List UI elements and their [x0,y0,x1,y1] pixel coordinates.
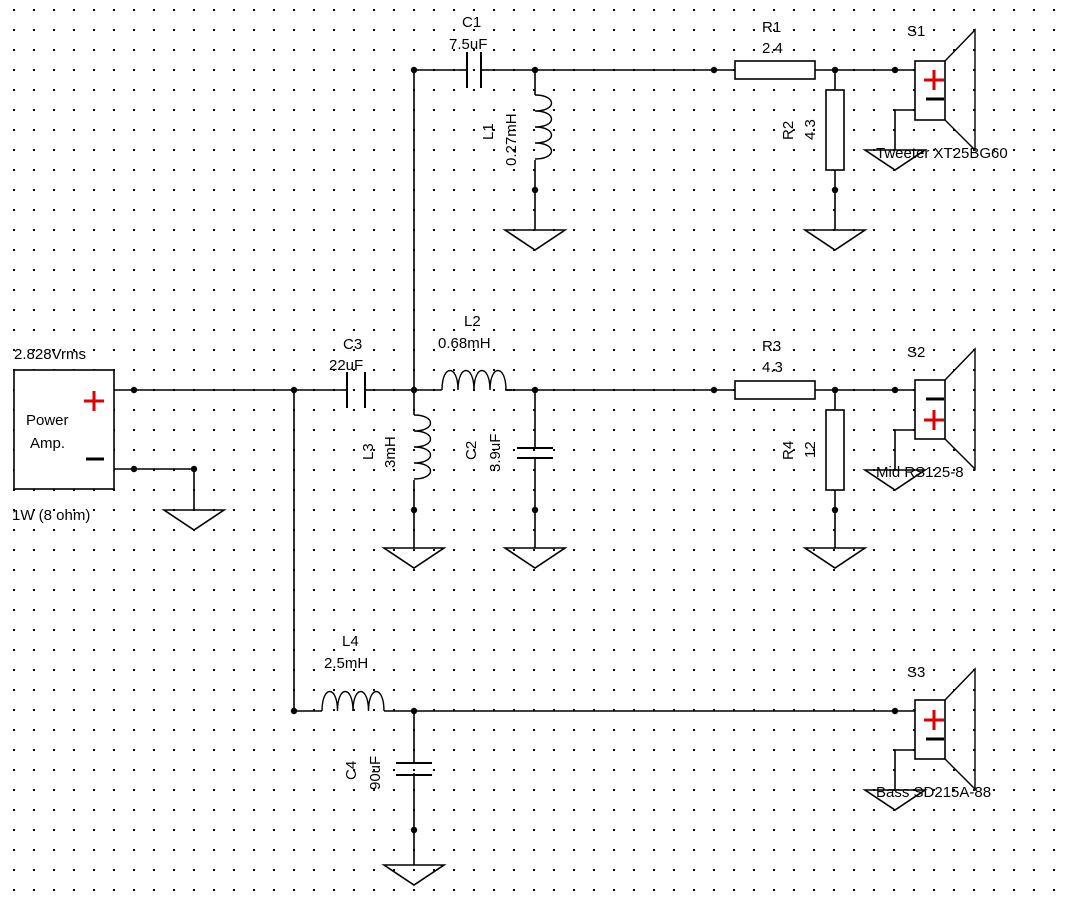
speaker-s1[interactable]: S1 Tweeter XT25BG60 [876,23,1008,162]
speaker-s2[interactable]: S2 Mid RS125-8 [876,344,976,481]
r4-value: 12 [802,441,819,458]
l2-value: 0.68mH [438,335,491,352]
l4-value: 2.5mH [324,655,368,672]
r3-value: 4.3 [762,359,783,376]
r1-value: 2.4 [762,40,783,57]
ground-symbol [161,509,227,531]
junction-dots [130,66,899,834]
ground-symbols [161,149,928,886]
r3-ref: R3 [762,338,781,355]
c4-ref: C4 [343,761,360,780]
ground-symbol [802,547,868,569]
r2-value: 4.3 [802,119,819,140]
l3-value: 3mH [382,436,399,468]
source-voltage-label: 2.828Vrms [14,346,86,363]
capacitor-c3[interactable]: C3 22uF [329,336,372,408]
s2-ref: S2 [907,344,925,361]
ground-symbol [502,229,568,251]
c2-value: 3.9uF [487,434,504,472]
c1-ref: C1 [462,14,481,31]
ground-symbol [862,789,928,811]
l1-value: 0.27mH [503,113,520,166]
c3-ref: C3 [343,336,362,353]
resistor-r2[interactable]: R2 4.3 [780,89,845,171]
wires [114,69,895,865]
r2-ref: R2 [780,121,797,140]
s1-model: Tweeter XT25BG60 [876,145,1008,162]
ground-symbol [381,864,447,886]
source-power-label: 1W (8 ohm) [12,507,90,524]
l4-ref: L4 [342,633,359,650]
speaker-s3[interactable]: S3 Bass SD215A-88 [876,664,991,801]
c2-ref: C2 [463,441,480,460]
s2-model: Mid RS125-8 [876,464,964,481]
s1-ref: S1 [907,23,925,40]
inductor-l2[interactable]: L2 0.68mH [438,313,512,391]
source-name-line1: Power [26,412,69,429]
l2-ref: L2 [464,313,481,330]
ground-symbol [802,229,868,251]
s3-ref: S3 [907,664,925,681]
c4-value: 90uF [367,756,384,790]
capacitor-c1[interactable]: C1 7.5uF [449,14,489,88]
power-amp-source[interactable]: 2.828Vrms Power Amp. 1W (8 ohm) [12,346,115,524]
l3-ref: L3 [360,443,377,460]
ground-symbol [381,547,447,569]
r4-ref: R4 [780,441,797,460]
ground-symbol [502,547,568,569]
ground-symbol [862,469,928,491]
ground-symbol [862,149,928,171]
source-name-line2: Amp. [30,435,65,452]
resistor-r3[interactable]: R3 4.3 [734,338,816,400]
resistor-r4[interactable]: R4 12 [780,409,845,491]
resistor-r1[interactable]: R1 2.4 [734,19,816,80]
c3-value: 22uF [329,357,363,374]
s3-model: Bass SD215A-88 [876,784,991,801]
inductor-l3[interactable]: L3 3mH [360,414,432,480]
c1-value: 7.5uF [449,36,487,53]
r1-ref: R1 [762,19,781,36]
l1-ref: L1 [480,123,497,140]
capacitor-c2[interactable]: C2 3.9uF [463,434,553,472]
capacitor-c4[interactable]: C4 90uF [343,756,432,790]
inductor-l4[interactable]: L4 2.5mH [321,633,385,712]
grid-dots [13,9,1055,891]
inductor-l1[interactable]: L1 0.27mH [480,94,553,166]
